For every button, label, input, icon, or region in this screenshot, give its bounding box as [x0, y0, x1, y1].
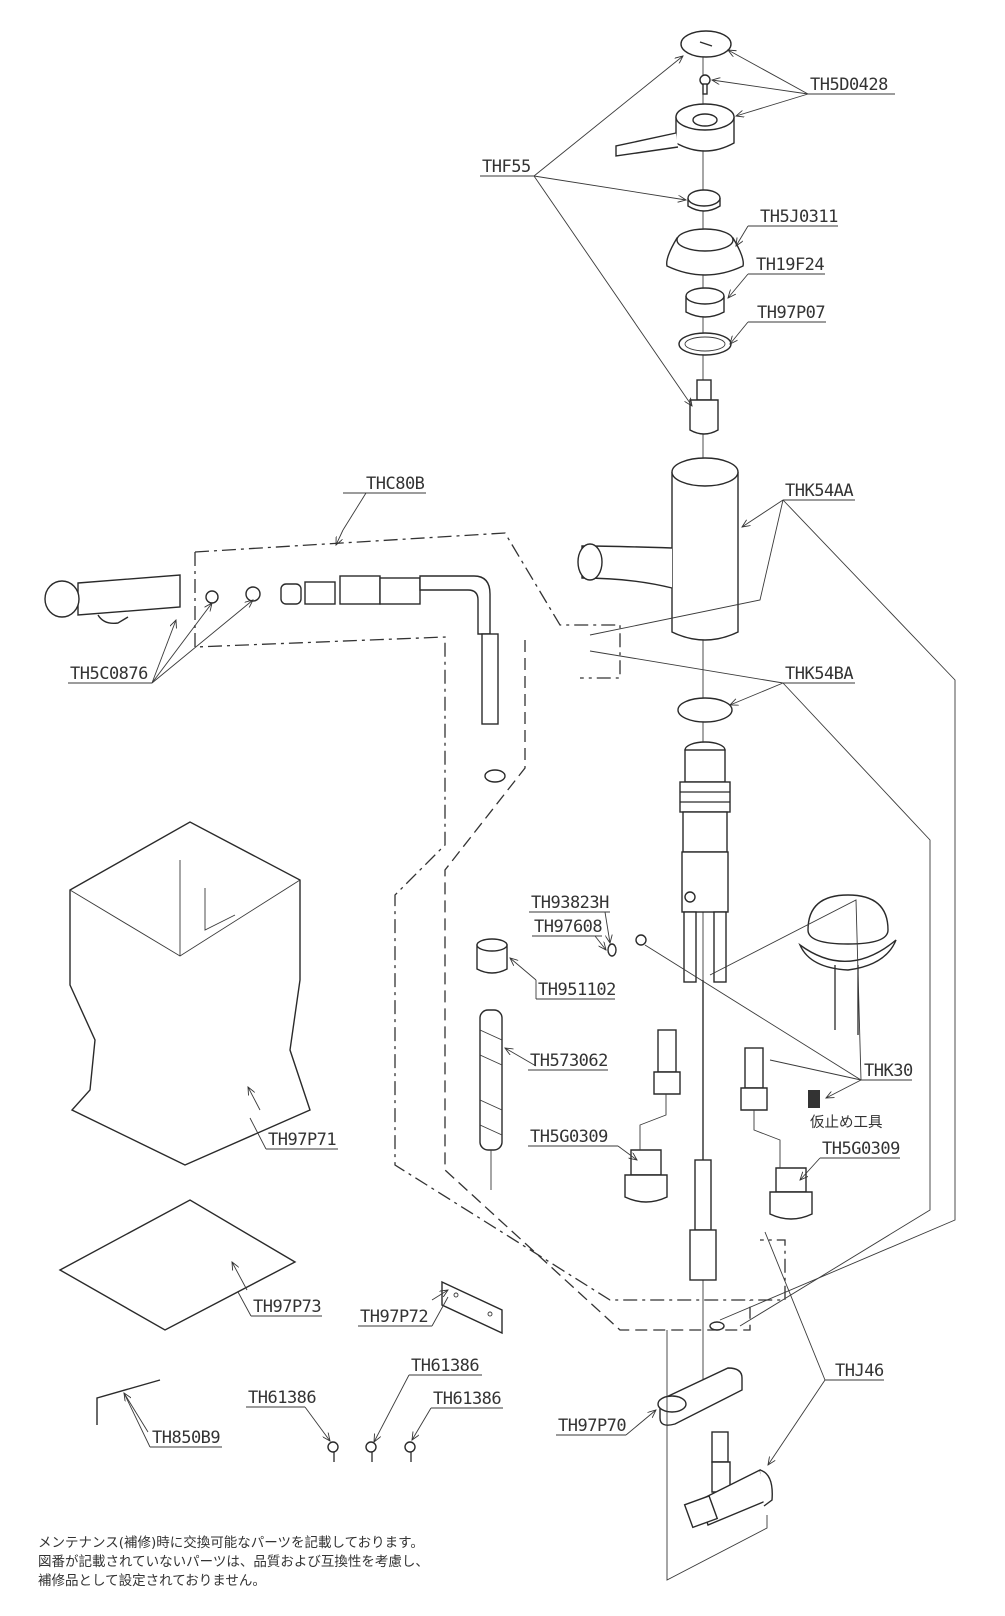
ring-nut-part [685, 287, 725, 318]
note-line-2: 図番が記載されていないパーツは、品質および互換性を考慮し、 [38, 1554, 429, 1570]
label-sheet: TH97P73 [237, 1291, 322, 1317]
clip-part [635, 934, 647, 946]
svg-text:TH573062: TH573062 [530, 1051, 608, 1071]
screw-1-part [327, 1441, 339, 1462]
label-temporary-tool: 仮止め工具 [810, 1114, 883, 1131]
lever-handle-part [615, 103, 735, 157]
svg-text:TH97P73: TH97P73 [253, 1297, 321, 1317]
hose-guide-part [479, 1009, 503, 1151]
svg-text:TH97608: TH97608 [534, 917, 602, 937]
hose-part [481, 633, 506, 783]
label-bag: TH97P71 [249, 1117, 338, 1150]
hose-group-boundary [444, 640, 751, 1331]
supply-hose-part [689, 1159, 717, 1281]
svg-text:TH97P07: TH97P07 [757, 303, 825, 323]
maintenance-note: メンテナンス(補修)時に交換可能なパーツを記載しております。 図番が記載されてい… [38, 1534, 429, 1591]
svg-text:TH951102: TH951102 [538, 980, 616, 1000]
washer-part [709, 1321, 725, 1331]
label-cover-nut: TH5J0311 [748, 207, 839, 227]
label-aerator: TH5C0876 [68, 664, 152, 684]
label-handle-cap: TH5D0428 [808, 75, 895, 95]
shank-part [679, 741, 731, 983]
svg-text:THF55: THF55 [482, 157, 531, 177]
label-weight: TH97P70 [556, 1416, 627, 1436]
svg-text:THK54BA: THK54BA [785, 664, 853, 684]
cartridge-top-part [687, 189, 721, 212]
label-o-ring-top: TH97P07 [748, 303, 826, 323]
svg-text:TH61386: TH61386 [248, 1388, 316, 1408]
svg-text:TH97P71: TH97P71 [268, 1130, 336, 1150]
spout-group-boundary [194, 532, 786, 1301]
screw-2-part [365, 1441, 377, 1462]
screw-3-part [404, 1441, 416, 1462]
svg-text:TH5C0876: TH5C0876 [70, 664, 148, 684]
label-bracket: TH97P72 [358, 1296, 449, 1327]
cover-nut-part [666, 228, 744, 276]
handle-cap-part [680, 30, 732, 58]
bag-part [69, 821, 311, 1166]
branch-valve-part [683, 1431, 773, 1529]
label-branch-valve: THJ46 [825, 1361, 884, 1381]
svg-text:THK54AA: THK54AA [785, 481, 853, 501]
label-hose-nut: TH951102 [535, 980, 616, 1000]
label-check-valve-left: TH5G0309 [528, 1127, 618, 1147]
handle-screw-part [699, 74, 711, 95]
label-check-valve-right: TH5G0309 [820, 1139, 901, 1159]
label-cartridge-top: THF55 [480, 157, 534, 177]
svg-text:THC80B: THC80B [366, 474, 425, 494]
svg-text:仮止め工具: 仮止め工具 [810, 1114, 883, 1131]
svg-text:TH5G0309: TH5G0309 [822, 1139, 900, 1159]
svg-text:TH61386: TH61386 [433, 1389, 501, 1409]
label-screw-2: TH61386 [409, 1356, 482, 1376]
check-valve-right-part [740, 1047, 813, 1220]
hose-nut-part [476, 938, 508, 974]
label-screw-3: TH61386 [431, 1389, 503, 1409]
label-clip: TH97608 [532, 917, 603, 937]
label-mounting-set: THK30 [861, 1061, 913, 1081]
weight-part [657, 1367, 743, 1426]
temporary-tool-part [808, 1090, 820, 1108]
svg-text:TH5G0309: TH5G0309 [530, 1127, 608, 1147]
svg-text:TH850B9: TH850B9 [152, 1428, 220, 1448]
note-line-1: メンテナンス(補修)時に交換可能なパーツを記載しております。 [38, 1535, 424, 1551]
check-valve-left-part [624, 1029, 681, 1203]
mounting-set-part [798, 894, 897, 1035]
svg-text:THJ46: THJ46 [835, 1361, 884, 1381]
svg-text:TH61386: TH61386 [411, 1356, 479, 1376]
body-packing-part [677, 697, 733, 723]
cartridge-part [689, 379, 719, 435]
label-hex-key: TH850B9 [123, 1392, 222, 1448]
bracket-part [441, 1280, 503, 1335]
svg-text:TH97P70: TH97P70 [558, 1416, 626, 1436]
leader-lines [124, 50, 956, 1465]
body-part [577, 457, 739, 641]
sheet-part [58, 1199, 297, 1331]
note-line-3: 補修品として設定されておりません。 [38, 1573, 266, 1589]
svg-text:TH19F24: TH19F24 [756, 255, 824, 275]
label-body: THK54AA [783, 481, 855, 501]
label-hose-guide: TH573062 [528, 1051, 608, 1071]
svg-text:TH93823H: TH93823H [531, 893, 609, 913]
svg-text:THK30: THK30 [864, 1061, 913, 1081]
label-ring-nut: TH19F24 [748, 255, 825, 275]
o-ring-top-part [678, 332, 732, 356]
pin-part [607, 943, 617, 957]
svg-text:TH5D0428: TH5D0428 [810, 75, 888, 95]
label-screw-1: TH61386 [246, 1388, 317, 1408]
svg-text:TH97P72: TH97P72 [360, 1307, 428, 1327]
spout-assembly-part [44, 574, 491, 635]
label-spout-assembly: THC80B [342, 474, 426, 531]
svg-text:TH5J0311: TH5J0311 [760, 207, 838, 227]
label-body-packing: THK54BA [783, 664, 855, 684]
label-pin: TH93823H [529, 893, 610, 913]
